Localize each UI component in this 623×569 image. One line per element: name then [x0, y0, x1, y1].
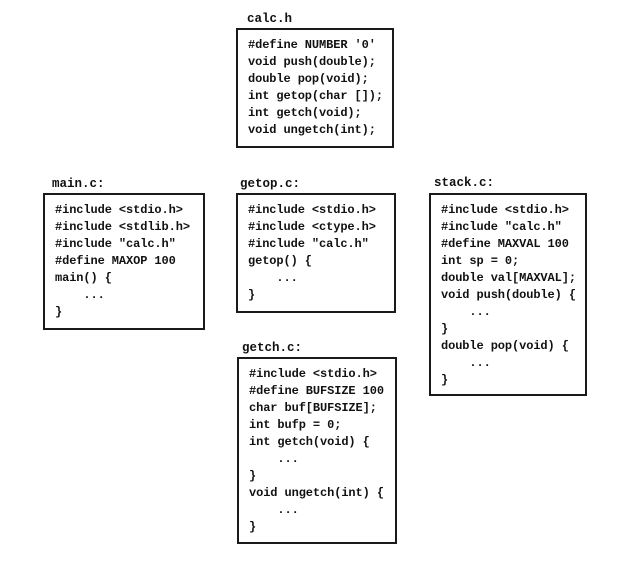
code-line: #include <stdio.h> — [441, 203, 569, 217]
getch-c-code-box: #include <stdio.h> #define BUFSIZE 100 c… — [237, 357, 397, 544]
code-line: double pop(void) { — [441, 339, 569, 353]
code-line: } — [249, 520, 257, 534]
code-line: ... — [441, 356, 491, 370]
code-line: #include <ctype.h> — [248, 220, 376, 234]
calc-h-title: calc.h — [247, 12, 293, 26]
code-line: ... — [55, 288, 105, 302]
code-line: void ungetch(int) { — [249, 486, 384, 500]
code-line: #include <stdio.h> — [249, 367, 377, 381]
code-line: ... — [441, 305, 491, 319]
code-line: int getch(void) { — [249, 435, 370, 449]
code-line: ... — [249, 503, 299, 517]
getop-c-title: getop.c: — [240, 177, 301, 191]
code-line: #include <stdio.h> — [248, 203, 376, 217]
code-line: #define MAXVAL 100 — [441, 237, 569, 251]
code-line: } — [441, 322, 449, 336]
main-c-title: main.c: — [52, 177, 105, 191]
stack-c-code-box: #include <stdio.h> #include "calc.h" #de… — [429, 193, 587, 396]
code-line: void push(double); — [248, 55, 376, 69]
code-line: int getch(void); — [248, 106, 362, 120]
code-line: double pop(void); — [248, 72, 369, 86]
code-line: } — [55, 305, 63, 319]
code-line: int getop(char []); — [248, 89, 383, 103]
getch-c-title: getch.c: — [242, 341, 303, 355]
code-line: #define NUMBER '0' — [248, 38, 376, 52]
code-line: #define BUFSIZE 100 — [249, 384, 384, 398]
code-line: main() { — [55, 271, 112, 285]
code-line: void push(double) { — [441, 288, 576, 302]
code-line: } — [248, 288, 256, 302]
code-line: double val[MAXVAL]; — [441, 271, 576, 285]
code-line: #include "calc.h" — [441, 220, 562, 234]
stack-c-title: stack.c: — [434, 176, 495, 190]
code-line: ... — [248, 271, 298, 285]
code-line: #define MAXOP 100 — [55, 254, 176, 268]
code-line: } — [249, 469, 257, 483]
getop-c-code-box: #include <stdio.h> #include <ctype.h> #i… — [236, 193, 396, 313]
code-line: int bufp = 0; — [249, 418, 342, 432]
code-line: ... — [249, 452, 299, 466]
code-line: int sp = 0; — [441, 254, 520, 268]
code-line: getop() { — [248, 254, 312, 268]
code-line: #include "calc.h" — [55, 237, 176, 251]
code-line: char buf[BUFSIZE]; — [249, 401, 377, 415]
code-line: #include <stdlib.h> — [55, 220, 190, 234]
calc-h-code-box: #define NUMBER '0' void push(double); do… — [236, 28, 394, 148]
code-line: #include "calc.h" — [248, 237, 369, 251]
code-line: } — [441, 373, 449, 387]
code-line: #include <stdio.h> — [55, 203, 183, 217]
main-c-code-box: #include <stdio.h> #include <stdlib.h> #… — [43, 193, 205, 330]
code-line: void ungetch(int); — [248, 123, 376, 137]
